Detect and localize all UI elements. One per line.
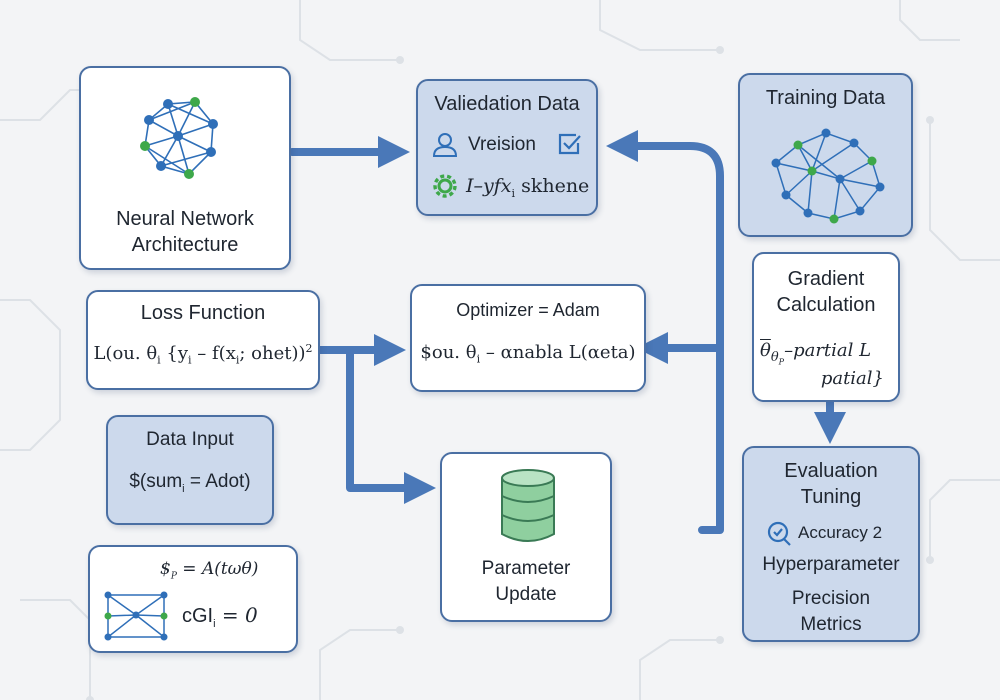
network-diagram-icon [104, 591, 168, 641]
loss-formula-part4: ; ohet)) [239, 343, 306, 364]
magnifier-icon [767, 521, 791, 546]
validation-row1: Vreision [468, 134, 536, 155]
loss-function-node[interactable]: Loss Function L(ou. θi {yi – f(xi; ohet)… [86, 290, 320, 390]
evaluation-metric-precision: Precision [791, 588, 871, 609]
formula2-part1: cGI [182, 605, 214, 627]
evaluation-tuning-node[interactable]: Evaluation Tuning Accuracy 2 Hyperparame… [742, 446, 920, 642]
evaluation-title-4: Metrics [800, 614, 862, 635]
optimizer-node[interactable]: Optimizer = Adam $ou. θi – αnabla L(αeta… [410, 284, 646, 392]
gradient-formula-1: θθP–partial L [760, 340, 871, 366]
gradient-calculation-node[interactable]: Gradient Calculation θθP–partial L patia… [752, 252, 900, 402]
optimizer-formula: $ou. θi – αnabla L(αeta) [412, 342, 644, 366]
gradient-formula-b: –partial L [784, 340, 872, 361]
validation-row2-prefix: I–yfx [466, 175, 512, 197]
evaluation-metric-accuracy: Accuracy 2 [798, 523, 883, 542]
loss-formula-sup: 2 [305, 342, 313, 355]
loss-formula-sub3: i [235, 353, 240, 367]
optimizer-formula-sub: i [476, 352, 481, 366]
gradient-formula-a: θ [760, 340, 771, 361]
evaluation-title-1: Evaluation [784, 460, 878, 482]
formula1-part1: $ [160, 559, 171, 579]
data-input-formula-part1: $(sum [129, 471, 183, 492]
database-icon [501, 469, 555, 542]
formula-line-1: $P = A(tωθ) [160, 559, 258, 581]
training-data-node[interactable]: Training Data [738, 73, 913, 237]
loss-formula-sub2: i [188, 353, 192, 367]
optimizer-formula-part2: – αnabla L(αeta) [480, 342, 636, 363]
formula1-sub: P [170, 571, 177, 582]
data-input-node[interactable]: Data Input $(sumi = Adot) [106, 415, 274, 525]
formula-node[interactable]: $P = A(tωθ) cGIi = 0 [88, 545, 298, 653]
data-input-formula-sub: i [182, 482, 185, 495]
optimizer-formula-part1: $ou. θ [420, 342, 477, 363]
validation-row2-suffix: skhene [515, 175, 590, 197]
formula2-sub: i [213, 618, 216, 630]
validation-data-title: Valiedation Data [434, 93, 580, 115]
loss-function-formula: L(ou. θi {yi – f(xi; ohet))2 [88, 342, 318, 367]
data-input-formula: $(sumi = Adot) [108, 471, 272, 495]
optimizer-title: Optimizer = Adam [456, 300, 600, 320]
graph-icon [771, 128, 885, 224]
parameter-update-label-2: Update [495, 584, 557, 605]
validation-row2: I–yfxi skhene [466, 175, 589, 200]
person-icon [432, 133, 458, 157]
data-input-formula-part2: = Adot) [184, 471, 251, 492]
gradient-title-2: Calculation [776, 294, 876, 316]
formula-line-2: cGIi = 0 [182, 603, 258, 630]
validation-data-node[interactable]: Valiedation Data Vreision I–yfxi skhene [416, 79, 598, 216]
evaluation-title-3: Hyperparameter [762, 554, 900, 575]
formula1-part2: = A(tωθ) [176, 559, 259, 579]
neural-network-node[interactable]: Neural Network Architecture [79, 66, 291, 270]
neural-network-icon [140, 97, 218, 179]
loss-formula-sub1: i [157, 353, 161, 367]
neural-network-label-1: Neural Network [116, 208, 254, 230]
neural-network-label-2: Architecture [131, 234, 239, 256]
gradient-title-1: Gradient [787, 268, 865, 290]
gradient-formula-c: patial} [820, 368, 884, 389]
gear-icon [433, 174, 457, 198]
formula2-part2: = 0 [215, 603, 258, 627]
gradient-formula-a-subsub: P [778, 357, 785, 367]
loss-formula-part2: {y [160, 343, 189, 364]
loss-function-title: Loss Function [140, 302, 266, 324]
gradient-formula-a-sub: θP [770, 349, 785, 367]
gradient-formula-a-sub-text: θ [770, 349, 779, 365]
parameter-update-node[interactable]: Parameter Update [440, 452, 612, 622]
loss-formula-part1: L(ou. θ [93, 343, 158, 364]
parameter-update-label-1: Parameter [481, 558, 571, 579]
loss-formula-part3: – f(x [191, 343, 236, 364]
check-icon [558, 133, 581, 155]
evaluation-title-2: Tuning [800, 486, 862, 508]
training-data-title: Training Data [765, 87, 886, 109]
data-input-title: Data Input [146, 429, 234, 450]
validation-row2-sub: i [511, 186, 516, 200]
